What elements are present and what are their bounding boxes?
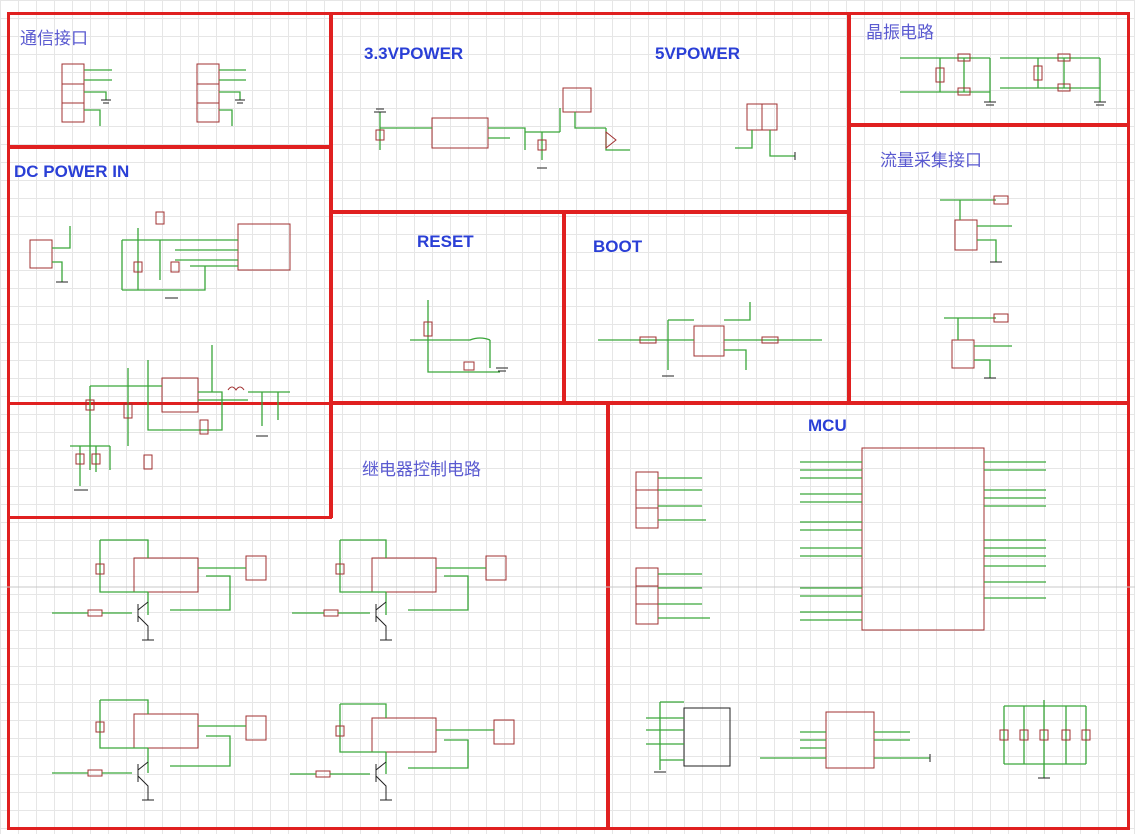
dc-jack bbox=[29, 226, 71, 283]
dc-converter bbox=[121, 211, 291, 299]
decoupling-caps bbox=[999, 700, 1091, 779]
relay-1 bbox=[52, 539, 267, 641]
relay-3 bbox=[52, 699, 267, 801]
mcu-block bbox=[607, 402, 1130, 830]
relay-4 bbox=[290, 703, 515, 801]
comm-connector-1 bbox=[61, 63, 112, 126]
relay-title: 继电器控制电路 bbox=[362, 460, 481, 480]
power-5v-connector bbox=[735, 103, 796, 160]
reset-title: RESET bbox=[417, 232, 474, 251]
crystal-rtc bbox=[1000, 53, 1106, 106]
power5-title: 5VPOWER bbox=[655, 44, 741, 63]
buck-regulator bbox=[70, 345, 290, 491]
mcu-header-2 bbox=[635, 567, 710, 625]
comm-title: 通信接口 bbox=[20, 29, 88, 49]
power33-title: 3.3VPOWER bbox=[364, 44, 464, 63]
mcu-module-2 bbox=[760, 711, 931, 769]
dcin-title: DC POWER IN bbox=[14, 162, 130, 181]
crystal-main bbox=[900, 53, 996, 106]
flow-interface-2 bbox=[944, 313, 1012, 379]
relay-2 bbox=[292, 539, 507, 641]
comm-connector-2 bbox=[196, 63, 246, 126]
reset-circuit bbox=[410, 300, 508, 373]
ldo-regulator-3v3 bbox=[374, 87, 630, 169]
boot-switch bbox=[598, 302, 822, 377]
boot-title: BOOT bbox=[593, 237, 643, 256]
mcu-title: MCU bbox=[808, 416, 847, 435]
mcu-module-1 bbox=[646, 701, 731, 773]
flow-interface-1 bbox=[940, 195, 1012, 263]
flow-title: 流量采集接口 bbox=[880, 151, 982, 171]
mcu-chip bbox=[800, 447, 1046, 631]
mcu-header-1 bbox=[635, 471, 706, 529]
crystal-title: 晶振电路 bbox=[866, 23, 934, 43]
